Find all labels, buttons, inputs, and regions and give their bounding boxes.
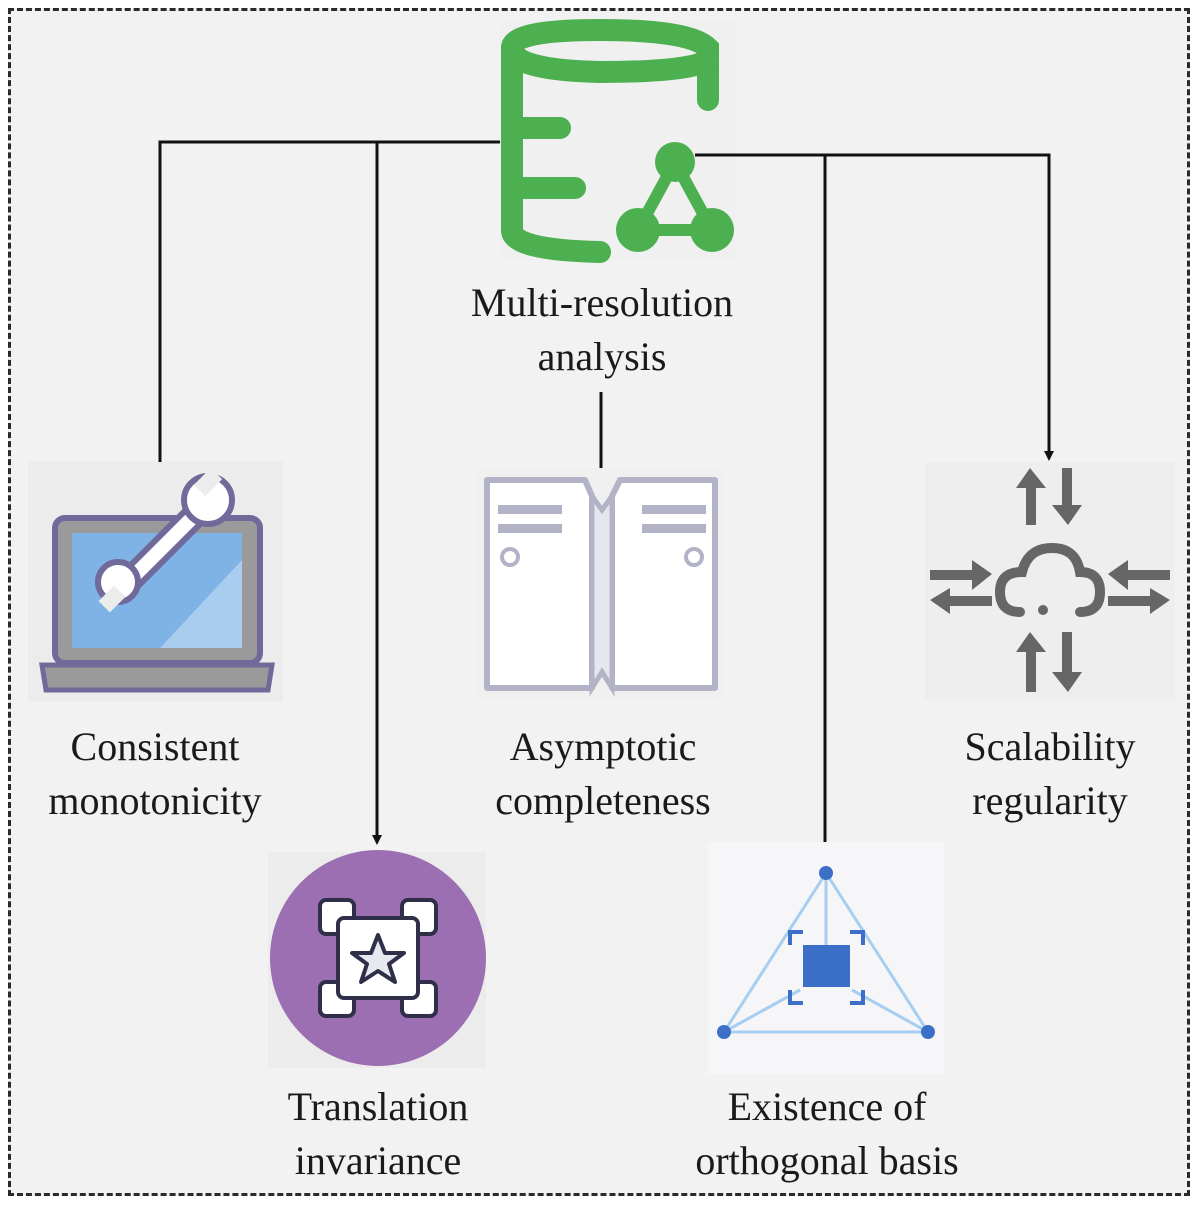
- node-label-line2: regularity: [972, 778, 1128, 823]
- root-label-line1: Multi-resolution: [470, 280, 734, 325]
- laptop-wrench-icon: [28, 462, 283, 702]
- arrow-to-consistent: [155, 140, 500, 513]
- cloud-arrows-icon: [925, 462, 1175, 700]
- server-pages-icon: [475, 468, 725, 698]
- root-label-line2: analysis: [537, 334, 667, 379]
- node-label-line1: Existence of: [727, 1084, 927, 1129]
- node-label-scalability: Scalability regularity: [920, 720, 1180, 828]
- database-network-icon: [500, 18, 735, 263]
- node-label-orthogonal: Existence of orthogonal basis: [660, 1080, 994, 1188]
- node-label-consistent: Consistent monotonicity: [10, 720, 300, 828]
- node-label-line2: orthogonal basis: [695, 1138, 959, 1183]
- star-frame-icon: [268, 850, 486, 1068]
- node-label-line1: Translation: [287, 1084, 469, 1129]
- arrow-to-scalability: [825, 153, 1054, 461]
- node-label-line2: invariance: [294, 1138, 462, 1183]
- node-label-line1: Asymptotic: [509, 724, 697, 769]
- node-label-line1: Scalability: [964, 724, 1136, 769]
- node-label-line2: monotonicity: [48, 778, 262, 823]
- node-label-asymptotic: Asymptotic completeness: [455, 720, 751, 828]
- node-label-translation: Translation invariance: [228, 1080, 528, 1188]
- node-label-line1: Consistent: [70, 724, 240, 769]
- triangle-network-icon: [708, 842, 944, 1074]
- connectors: [155, 140, 1054, 863]
- root-label: Multi-resolution analysis: [400, 276, 804, 384]
- node-label-line2: completeness: [495, 778, 711, 823]
